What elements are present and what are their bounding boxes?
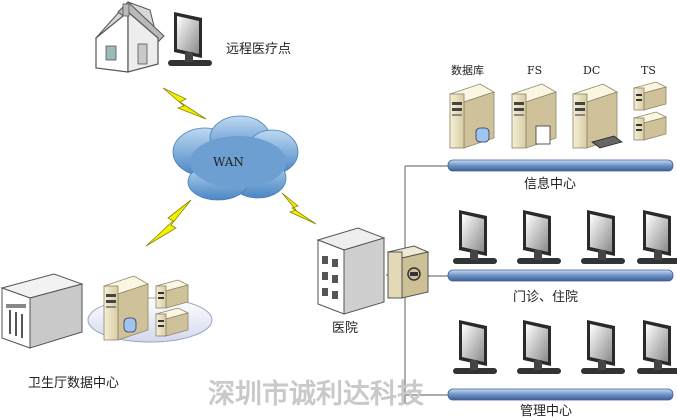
info-center-label: 信息中心 [524,176,576,192]
file-icon [535,125,551,145]
monitor-icon [517,320,561,374]
wan-label: WAN [213,155,244,169]
remote-site-label: 远程医疗点 [226,42,291,57]
monitor-icon [637,210,677,264]
building-icon [316,227,386,315]
house-icon [94,1,165,73]
server-label-fs: FS [527,64,542,77]
server-icon [633,111,667,141]
bank-icon [0,273,84,349]
network-bus [447,159,674,172]
monitor-icon [453,320,497,374]
server-label-ts: TS [641,64,656,77]
server-label-database: 数据库 [451,63,484,77]
monitor-icon [168,12,212,66]
server-label-dc: DC [583,64,600,77]
management-label: 管理中心 [520,404,572,419]
keyboard-icon [591,135,623,149]
outpatient-label: 门诊、住院 [513,290,578,305]
monitor-icon [637,320,677,374]
database-icon [475,127,490,143]
server-icon [633,81,667,111]
watermark: 深圳市诚利达科技 [208,378,424,410]
network-bus [447,269,674,282]
monitor-icon [517,210,561,264]
hospital-label: 医院 [332,321,358,336]
monitor-icon [453,210,497,264]
database-icon [123,317,137,333]
health-dept-label: 卫生厅数据中心 [28,376,119,391]
network-bus [447,388,674,401]
lightning-icon [145,87,317,247]
cloud-icon [172,115,299,201]
monitor-icon [581,210,625,264]
firewall-icon [386,245,430,299]
monitor-icon [581,320,625,374]
